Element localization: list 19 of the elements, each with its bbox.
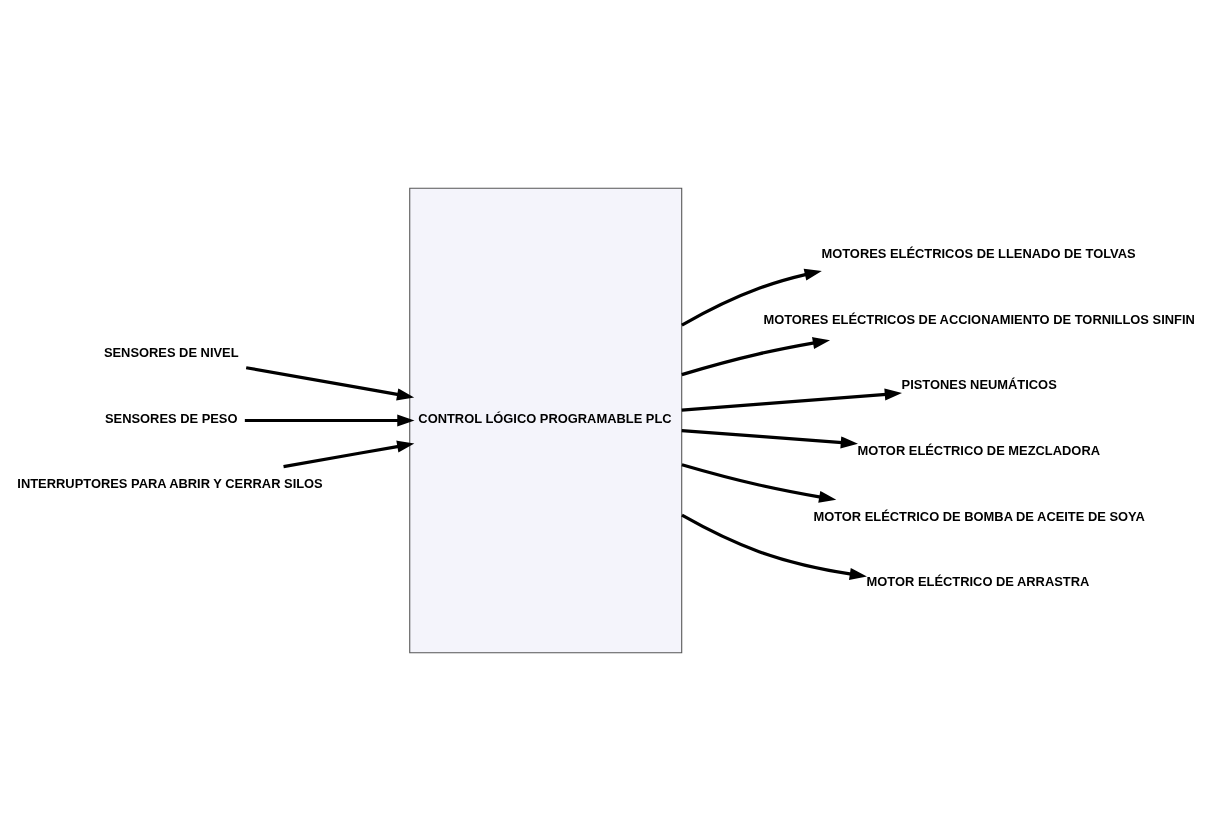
arrow	[681, 268, 822, 326]
node-text: SENSORES DE NIVEL	[103, 344, 239, 360]
node-box: CONTROL LÓGICO PROGRAMABLE PLC	[409, 187, 683, 653]
arrow	[681, 387, 902, 412]
arrow	[681, 513, 867, 580]
node-text: INTERRUPTORES PARA ABRIR Y CERRAR SILOS	[17, 475, 323, 491]
node-text: MOTOR ELÉCTRICO DE ARRASTRA	[866, 573, 1090, 589]
arrow	[681, 462, 837, 503]
node-text: SENSORES DE PESO	[104, 410, 238, 426]
arrow	[681, 428, 858, 448]
node-text: PISTONES NEUMÁTICOS	[901, 376, 1057, 392]
node-text: MOTORES ELÉCTRICOS DE ACCIONAMIENTO DE TORNILLOS SINFIN	[763, 311, 1195, 327]
arrow	[244, 413, 415, 427]
arrow	[681, 336, 830, 376]
arrow	[283, 440, 415, 468]
arrow	[245, 365, 415, 400]
node-text: MOTOR ELÉCTRICO DE BOMBA DE ACEITE DE SOYA	[813, 508, 1145, 524]
node-text: MOTOR ELÉCTRICO DE MEZCLADORA	[857, 442, 1101, 458]
node-text: MOTORES ELÉCTRICOS DE LLENADO DE TOLVAS	[821, 245, 1136, 261]
